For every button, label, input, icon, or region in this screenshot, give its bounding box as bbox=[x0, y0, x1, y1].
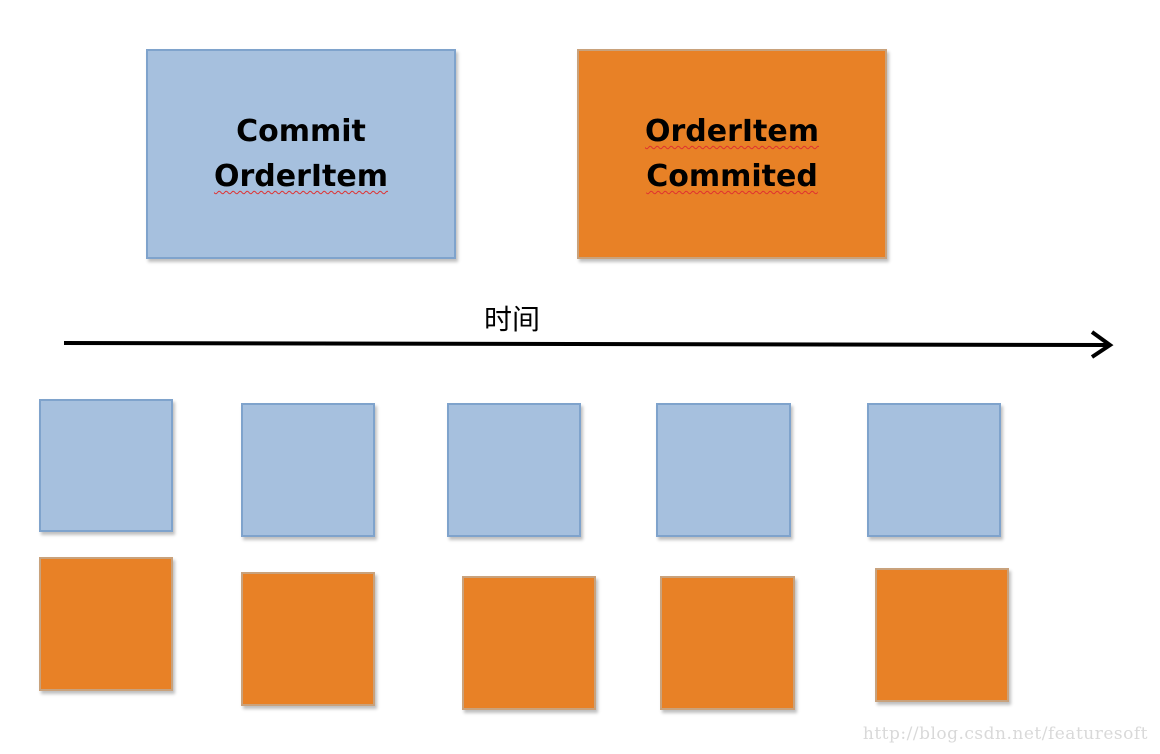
orange-square-2 bbox=[241, 572, 375, 706]
commited-line-1: OrderItem bbox=[644, 114, 820, 149]
timeline-shaft bbox=[63, 341, 1109, 347]
blue-square-2 bbox=[241, 403, 375, 537]
commited-line-2: Commited bbox=[646, 159, 818, 194]
commit-line-2: OrderItem bbox=[213, 159, 389, 194]
orange-square-4 bbox=[660, 576, 795, 710]
orderitem-commited-box: OrderItem Commited bbox=[577, 49, 887, 259]
commit-orderitem-box: Commit OrderItem bbox=[146, 49, 456, 259]
orange-square-5 bbox=[875, 568, 1009, 702]
blue-square-3 bbox=[447, 403, 581, 537]
orange-square-3 bbox=[462, 576, 596, 710]
blue-square-1 bbox=[39, 399, 173, 532]
blue-square-4 bbox=[656, 403, 791, 537]
commit-orderitem-label: Commit OrderItem bbox=[148, 51, 454, 257]
orange-square-1 bbox=[39, 557, 173, 691]
orderitem-commited-label: OrderItem Commited bbox=[579, 51, 885, 257]
watermark: http://blog.csdn.net/featuresoft bbox=[862, 724, 1148, 744]
arrowhead-icon bbox=[1090, 330, 1114, 359]
blue-square-5 bbox=[867, 403, 1001, 537]
commit-line-1: Commit bbox=[236, 114, 366, 149]
time-axis-label: 时间 bbox=[484, 303, 541, 336]
